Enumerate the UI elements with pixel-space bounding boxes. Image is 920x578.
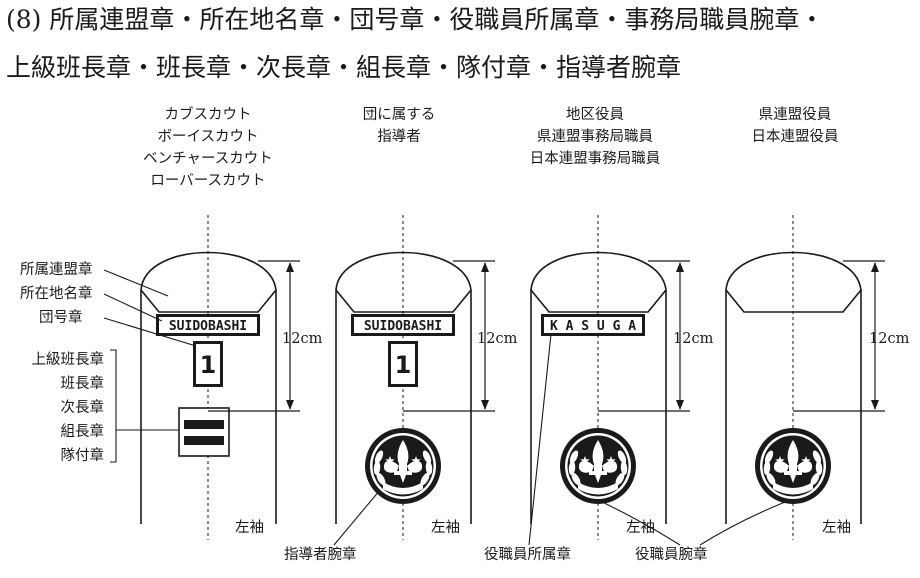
leader-line: [597, 499, 681, 546]
leader-armband-emblem: [365, 428, 441, 504]
group-number-badge-text: 1: [200, 351, 217, 379]
left-sleeve-label: 左袖: [431, 520, 460, 536]
left-sleeve-label: 左袖: [626, 520, 655, 536]
label-assistant-leader: 次長章: [60, 400, 105, 416]
label-unit-attached: 隊付章: [60, 448, 105, 464]
leader-line: [103, 293, 163, 322]
dimension-label: 12cm: [477, 331, 518, 347]
leader-line: [528, 333, 552, 546]
rank-bracket: [110, 349, 117, 463]
caption-line: 団に属する: [362, 107, 436, 123]
heading-line-1: (8) 所属連盟章・所在地名章・団号章・役職員所属章・事務局職員腕章・: [6, 5, 825, 34]
left-sleeve-label: 左袖: [822, 520, 851, 536]
location-name-badge-text: SUIDOBASHI: [169, 319, 247, 334]
label-den-chief: 組長章: [60, 424, 105, 440]
caption-line: ボーイスカウト: [157, 129, 259, 145]
caption-line: 地区役員: [566, 107, 624, 123]
leader-line: [699, 499, 791, 546]
leader-line: [103, 317, 197, 347]
label-leader-armband: 指導者腕章: [284, 547, 357, 563]
officer-affiliation-badge-text: K A S U G A: [550, 319, 636, 334]
officer-armband-emblem: [560, 428, 636, 504]
location-name-badge-text: SUIDOBASHI: [364, 319, 442, 334]
label-patrol-leader: 班長章: [60, 376, 105, 392]
leader-line: [333, 489, 381, 546]
caption-federation-officers: 県連盟役員 日本連盟役員: [705, 104, 885, 148]
label-senior-patrol-leader: 上級班長章: [31, 352, 105, 368]
label-federation-badge: 所属連盟章: [20, 262, 93, 278]
dimension-label: 12cm: [282, 331, 323, 347]
leader-line: [103, 269, 169, 297]
caption-line: ベンチャースカウト: [143, 151, 273, 167]
label-location-badge: 所在地名章: [20, 286, 93, 302]
caption-line: 指導者: [377, 129, 421, 145]
caption-line: カブスカウト: [164, 107, 252, 123]
dimension-label: 12cm: [869, 331, 910, 347]
caption-scouts: カブスカウト ボーイスカウト ベンチャースカウト ローバースカウト: [118, 104, 298, 192]
caption-line: 日本連盟事務局職員: [529, 151, 661, 167]
left-sleeve-label: 左袖: [235, 520, 264, 536]
dimension-label: 12cm: [673, 331, 714, 347]
label-officer-armband: 役職員腕章: [635, 547, 708, 563]
group-number-badge-text: 1: [395, 351, 412, 379]
heading-line-2: 上級班長章・班長章・次長章・組長章・隊付章・指導者腕章: [6, 53, 682, 82]
caption-line: 日本連盟役員: [751, 129, 839, 145]
caption-district-officers: 地区役員 県連盟事務局職員 日本連盟事務局職員: [505, 104, 685, 170]
rank-badge: [178, 407, 230, 457]
label-group-number-badge: 団号章: [39, 310, 83, 326]
label-officer-affiliation: 役職員所属章: [484, 547, 571, 563]
officer-armband-emblem: [755, 428, 831, 504]
caption-line: 県連盟役員: [758, 107, 832, 123]
caption-line: 県連盟事務局職員: [537, 129, 653, 145]
caption-group-leaders: 団に属する 指導者: [309, 104, 489, 148]
caption-line: ローバースカウト: [150, 173, 266, 189]
